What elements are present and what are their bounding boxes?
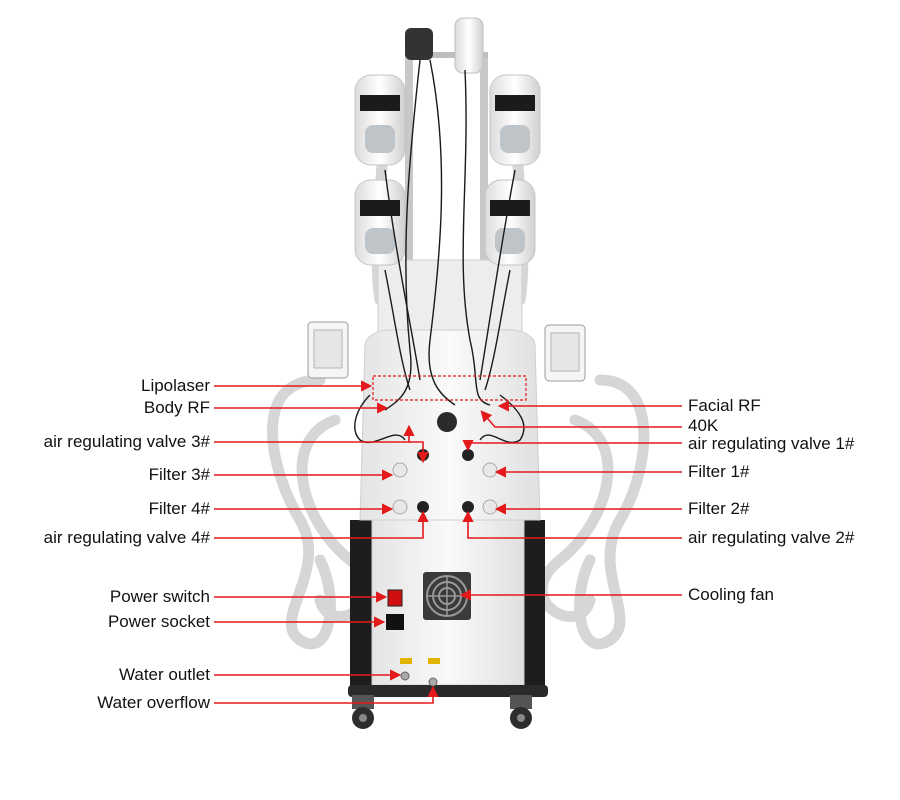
label-water-outlet: Water outlet bbox=[118, 665, 210, 684]
label-filter2: Filter 2# bbox=[688, 499, 750, 518]
label-body-rf: Body RF bbox=[143, 398, 210, 417]
label-valve1: air regulating valve 1# bbox=[688, 434, 855, 453]
leader-40k bbox=[480, 410, 682, 428]
support-poles bbox=[405, 52, 488, 345]
cables bbox=[354, 59, 525, 444]
water-ports bbox=[400, 658, 440, 687]
label-valve4: air regulating valve 4# bbox=[43, 528, 210, 547]
cryo-handles bbox=[354, 17, 541, 266]
leader-valve4 bbox=[214, 510, 429, 539]
leader-water-overflow bbox=[214, 685, 439, 704]
power-controls bbox=[386, 589, 404, 630]
label-cooling-fan: Cooling fan bbox=[688, 585, 775, 604]
leader-valve1 bbox=[462, 440, 682, 452]
machine-body bbox=[348, 329, 548, 697]
leader-valve2 bbox=[462, 510, 682, 539]
lipolaser-pads bbox=[307, 321, 586, 382]
label-filter4: Filter 4# bbox=[148, 499, 210, 518]
label-power-switch: Power switch bbox=[109, 587, 210, 606]
label-filter1: Filter 1# bbox=[688, 462, 750, 481]
leader-valve3-drop bbox=[409, 441, 429, 464]
label-water-overflow: Water overflow bbox=[97, 693, 210, 712]
wheels bbox=[352, 695, 532, 729]
label-filter3: Filter 3# bbox=[148, 465, 210, 484]
lipolaser-highlight-box bbox=[372, 375, 527, 401]
label-valve2: air regulating valve 2# bbox=[688, 528, 855, 547]
label-40k: 40K bbox=[688, 416, 719, 435]
cooling-fan-grille bbox=[423, 572, 471, 620]
leader-lines bbox=[214, 380, 682, 704]
label-facial-rf: Facial RF bbox=[688, 396, 761, 415]
label-lipolaser: Lipolaser bbox=[141, 376, 210, 395]
label-power-socket: Power socket bbox=[107, 612, 210, 631]
label-valve3: air regulating valve 3# bbox=[43, 432, 210, 451]
